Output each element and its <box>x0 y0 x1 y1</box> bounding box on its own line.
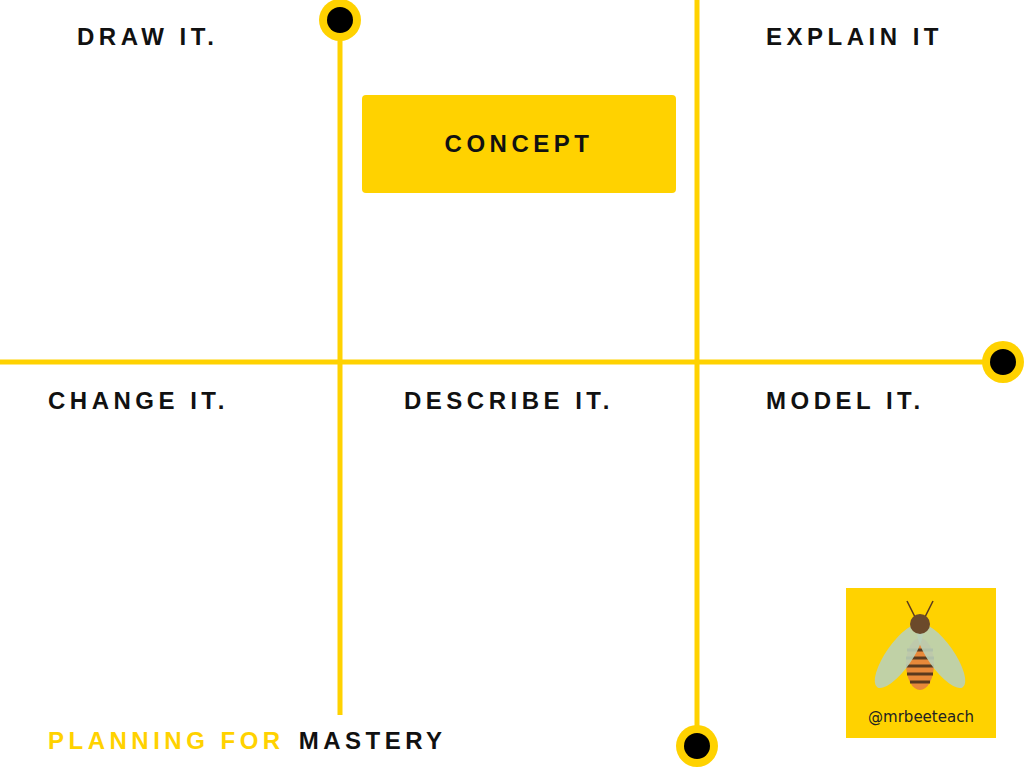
end-dot <box>319 0 361 41</box>
concept-box: CONCEPT <box>362 95 676 193</box>
logo-square <box>846 588 996 738</box>
quadrant-heading: CHANGE IT. <box>48 387 229 416</box>
logo-box: @mrbeeteach <box>846 588 996 738</box>
end-dot <box>676 725 718 767</box>
quadrant-heading: DESCRIBE IT. <box>404 387 614 416</box>
footer-title: PLANNING FOR <box>48 727 285 756</box>
end-dots <box>319 0 1024 767</box>
end-dot <box>327 7 353 33</box>
end-dot <box>684 733 710 759</box>
grid-lines <box>0 0 1003 748</box>
vertical-line <box>338 20 343 715</box>
vertical-line <box>695 0 700 748</box>
quadrant-heading: MODEL IT. <box>766 387 925 416</box>
end-dot <box>982 341 1024 383</box>
horizontal-line <box>0 360 1003 365</box>
concept-text: CONCEPT <box>445 130 594 158</box>
end-dot <box>990 349 1016 375</box>
footer-title: MASTERY <box>299 727 447 756</box>
bee-icon <box>867 601 974 695</box>
quadrant-heading: DRAW IT. <box>77 23 218 52</box>
quadrant-heading: EXPLAIN IT <box>766 23 943 52</box>
logo-handle: @mrbeeteach <box>868 708 974 726</box>
